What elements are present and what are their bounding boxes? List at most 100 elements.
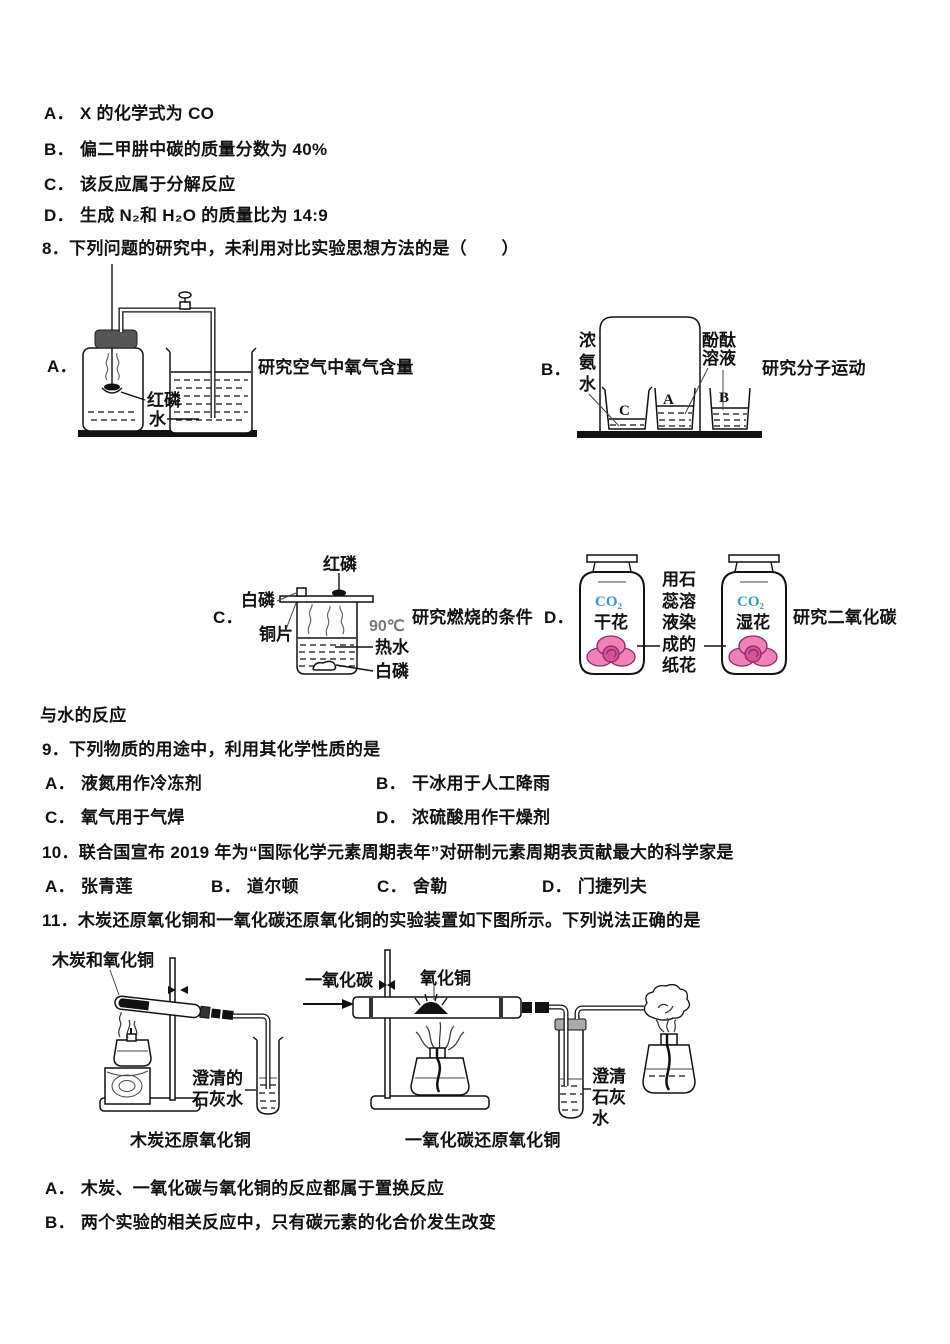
q8-option-b-letter: B．: [541, 360, 571, 379]
label-phenolphthalein: 酚酞: [702, 330, 736, 350]
tail-gas-flame: [643, 983, 691, 1021]
cuo-powder: [414, 1002, 448, 1014]
svg-text:纸花: 纸花: [662, 655, 696, 675]
copper-sheet: [279, 595, 374, 603]
q11-caption-left: 木炭还原氧化铜: [130, 1131, 252, 1150]
rubber-stopper: [554, 1018, 587, 1031]
heated-test-tube: [114, 995, 234, 1020]
q8-stem: 8．下列问题的研究中，未利用对比实验思想方法的是（ ）: [42, 239, 519, 258]
co-reduction-setup: 一氧化碳 氧化铜: [303, 949, 696, 1128]
bottle-lid: [728, 554, 780, 563]
svg-text:石灰水: 石灰水: [191, 1089, 244, 1109]
svg-text:液染: 液染: [662, 612, 696, 632]
label-carbon-monoxide: 一氧化碳: [305, 970, 374, 990]
charcoal-cuo-mixture: [118, 998, 150, 1011]
combustion-spoon: [101, 387, 123, 394]
smoke-icon: [105, 352, 110, 381]
svg-text:成的: 成的: [662, 634, 696, 654]
diagram-molecular-motion: C A B 浓 氨 水 酚酞 溶液: [577, 316, 762, 438]
charcoal-reduction-setup: 木炭和氧化铜: [51, 950, 284, 1115]
label-limewater: 澄清的: [192, 1068, 243, 1088]
label-litmus-note: 用石: [662, 570, 696, 589]
clamp-wingnut: [379, 980, 387, 990]
svg-text:氨: 氨: [579, 352, 596, 372]
q7-option-c-text: 该反应属于分解反应: [79, 175, 236, 194]
q8-option-c-letter: C．: [213, 608, 243, 627]
stand-pole: [384, 949, 391, 1099]
lamp-wick: [665, 1034, 671, 1091]
lamp-wick: [435, 1048, 442, 1093]
diagram-oxygen-content: 红磷 水: [78, 264, 257, 437]
label-wet-flower: 湿花: [736, 612, 770, 632]
red-phosphorus-sample: [104, 383, 120, 391]
beaker-letter-b: B: [719, 390, 729, 406]
red-phosphorus-pile: [332, 589, 346, 597]
beaker-letter-a: A: [663, 392, 674, 408]
bench-base: [577, 431, 762, 438]
q8-caption-c: 研究燃烧的条件: [412, 608, 534, 627]
q9-option-a: A．液氮用作冷冻剂: [45, 774, 202, 793]
diagram-q11-reduction-experiments: 木炭和氧化铜: [51, 949, 696, 1128]
flame-icon: [118, 1011, 122, 1038]
stand-pole: [169, 957, 176, 1101]
flame-icon: [133, 1020, 138, 1038]
bottle-stopper: [94, 329, 138, 349]
label-white-phosphorus-top: 白磷: [241, 590, 276, 610]
q8-caption-d: 研究二氧化碳: [793, 608, 897, 627]
smoke-icon: [307, 603, 313, 635]
q7-option-b-text: 偏二甲肼中碳的质量分数为 40%: [79, 140, 328, 159]
q8-option-a-letter: A．: [47, 357, 77, 376]
label-water: 水: [149, 409, 167, 429]
label-cuo: 氧化铜: [419, 968, 471, 988]
q10-option-d: D．门捷列夫: [542, 877, 648, 896]
smoke-icon: [115, 352, 120, 381]
q10-option-c: C．舍勒: [377, 877, 448, 896]
label-temperature: 90℃: [369, 618, 405, 635]
limewater-test-tube: [558, 1030, 584, 1119]
flame-icon: [126, 1019, 131, 1039]
alcohol-lamp: [410, 1057, 470, 1096]
label-charcoal-cuo: 木炭和氧化铜: [51, 950, 154, 970]
label-ammonia: 浓: [579, 331, 597, 350]
q10-option-a: A．张青莲: [45, 877, 133, 896]
alcohol-lamp: [113, 1039, 152, 1067]
outlet-tube: [574, 1005, 644, 1019]
rubber-stopper: [199, 1005, 211, 1019]
label-red-phosphorus: 红磷: [147, 390, 182, 410]
white-phosphorus-piece: [296, 587, 307, 597]
svg-text:石灰: 石灰: [591, 1087, 626, 1107]
q11-option-a: A．木炭、一氧化碳与氧化铜的反应都属于置换反应: [45, 1179, 445, 1198]
arrow-icon: [342, 999, 354, 1009]
q7-option-d: D． 生成 N₂和 H₂O 的质量比为 14:9: [44, 205, 328, 226]
paper-flower-dry: [586, 635, 636, 667]
smoke-icon: [325, 605, 331, 637]
stopcock-valve: [178, 291, 192, 299]
q9-option-c: C．氧气用于气焊: [45, 808, 185, 827]
beaker-letter-c: C: [619, 403, 630, 419]
label-red-phosphorus: 红磷: [323, 554, 358, 574]
diagram-combustion-conditions: 红磷 白磷 铜片 90℃ 热水 白磷: [241, 554, 410, 681]
q8-caption-d-continuation: 与水的反应: [40, 706, 127, 725]
q7-option-d-text: 生成 N₂和 H₂O 的质量比为 14:9: [79, 206, 328, 225]
q7-option-c: C． 该反应属于分解反应: [44, 174, 236, 195]
svg-text:溶液: 溶液: [702, 348, 736, 368]
q8-caption-a: 研究空气中氧气含量: [258, 358, 414, 377]
bench-base: [78, 430, 257, 437]
q7-option-c-letter: C．: [44, 175, 74, 194]
white-phosphorus-lump: [312, 660, 337, 671]
q8-option-d-letter: D．: [544, 608, 574, 627]
paper-flower-wet: [728, 635, 778, 667]
q7-option-b-letter: B．: [44, 140, 74, 159]
diagram-co2-flowers: CO₂ 干花 CO₂ 湿花 用石 蕊溶 液染 成的 纸花: [579, 554, 787, 675]
svg-text:蕊溶: 蕊溶: [662, 591, 696, 611]
label-limewater: 澄清: [592, 1066, 626, 1086]
q7-option-d-letter: D．: [44, 206, 74, 225]
q9-option-d: D．浓硫酸用作干燥剂: [376, 808, 551, 827]
label-hot-water: 热水: [375, 637, 410, 657]
svg-text:水: 水: [579, 374, 597, 394]
label-dry-flower: 干花: [594, 612, 628, 632]
q8-caption-b: 研究分子运动: [762, 359, 866, 378]
svg-text:水: 水: [592, 1108, 610, 1128]
label-white-phosphorus-bottom: 白磷: [375, 661, 410, 681]
